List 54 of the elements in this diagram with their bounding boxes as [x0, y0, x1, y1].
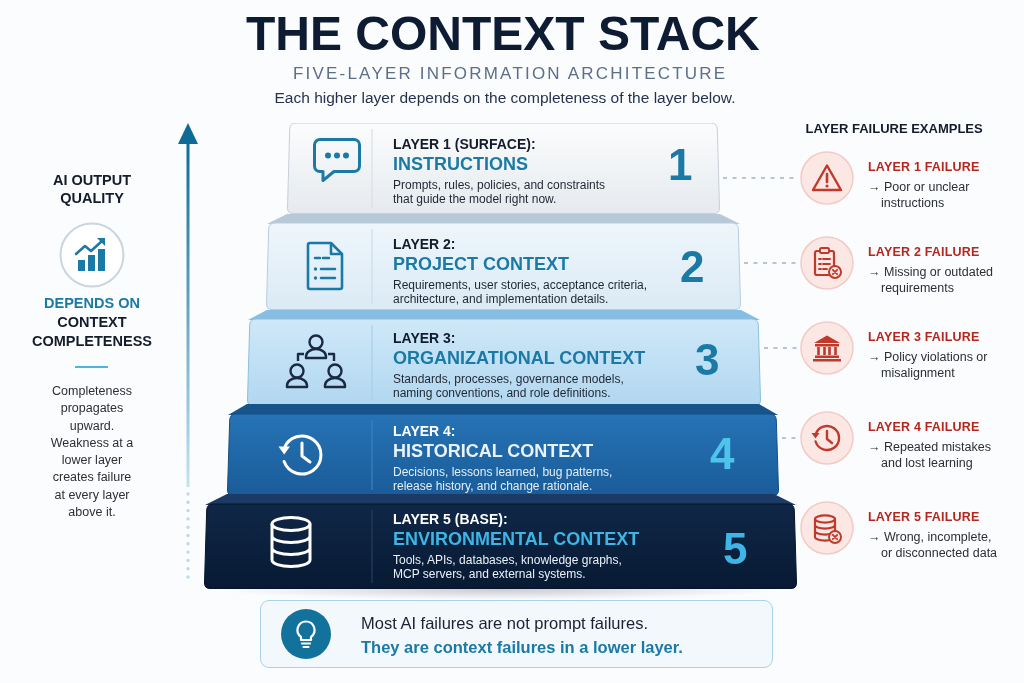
side-heading: DEPENDS ON [44, 294, 140, 313]
failure-description: → Policy violations or misalignment [868, 349, 989, 381]
layer-number: 3 [695, 338, 720, 382]
clipboard-icon [800, 236, 854, 290]
layer-slab [204, 494, 797, 589]
failure-title: LAYER 2 FAILURE [868, 244, 980, 260]
failure-title: LAYER 4 FAILURE [868, 419, 980, 435]
layer-heading: LAYER 1 (SURFACE): [393, 136, 536, 152]
layer-title: INSTRUCTIONS [393, 153, 528, 176]
tagline: Each higher layer depends on the completeness of the layer below. [274, 88, 736, 107]
layer-description: Requirements, user stories, acceptance criteria, architecture, and implementation details. [393, 278, 649, 306]
layer-slab [266, 214, 741, 310]
layer-slab [227, 404, 779, 496]
side-heading: CONTEXT COMPLETENESS [30, 313, 153, 351]
layer-description: Tools, APIs, databases, knowledge graphs, MCP servers, and external systems. [393, 553, 623, 581]
failure-description: → Missing or outdated requirements [868, 264, 995, 296]
callout-emphasis: They are context failures in a lower layer. [361, 636, 683, 658]
layer-heading: LAYER 4: [393, 423, 456, 439]
layer-description: Standards, processes, governance models, naming conventions, and role definitions. [393, 372, 625, 400]
layer-number: 2 [680, 245, 705, 289]
layer-title: ENVIRONMENTAL CONTEXT [393, 528, 640, 551]
layer-description: Decisions, lessons learned, bug patterns, release history, and change rationale. [393, 465, 614, 493]
failure-title: LAYER 3 FAILURE [868, 329, 980, 345]
layer-description: Prompts, rules, policies, and constraints that guide the model right now. [393, 178, 607, 206]
subtitle: FIVE-LAYER INFORMATION ARCHITECTURE [293, 64, 728, 84]
layer-title: ORGANIZATIONAL CONTEXT [393, 347, 646, 370]
layer-number: 1 [668, 143, 693, 187]
layer-heading: LAYER 2: [393, 236, 456, 252]
side-note: Completeness propagates upward. Weakness at a lower layer creates failure at every layer above it. [49, 383, 135, 522]
layer-slab [287, 123, 720, 214]
connector-line [743, 262, 798, 264]
callout-box [260, 600, 773, 668]
failure-description: → Wrong, incomplete, or disconnected data [868, 529, 998, 561]
failure-title: LAYER 1 FAILURE [868, 159, 980, 175]
layer-heading: LAYER 3: [393, 330, 456, 346]
layer-heading: LAYER 5 (BASE): [393, 511, 508, 527]
warning-icon [800, 151, 854, 205]
failure-description: → Poor or unclear instructions [868, 179, 971, 211]
side-heading: AI OUTPUT QUALITY [51, 171, 133, 207]
database-icon [800, 501, 854, 555]
bank-icon [800, 321, 854, 375]
history-icon [800, 411, 854, 465]
column-heading: LAYER FAILURE EXAMPLES [805, 121, 983, 137]
layer-number: 5 [723, 527, 748, 571]
layer-number: 4 [710, 432, 735, 476]
connector-line [781, 437, 798, 439]
failure-title: LAYER 5 FAILURE [868, 509, 980, 525]
diagram-title: THE CONTEXT STACK [246, 8, 760, 60]
callout-text: Most AI failures are not prompt failures. [361, 612, 649, 634]
layer-slab [247, 310, 761, 406]
layer-title: HISTORICAL CONTEXT [393, 440, 594, 463]
layer-title: PROJECT CONTEXT [393, 253, 570, 276]
failure-description: → Repeated mistakes and lost learning [868, 439, 992, 471]
connector-line [763, 347, 798, 349]
